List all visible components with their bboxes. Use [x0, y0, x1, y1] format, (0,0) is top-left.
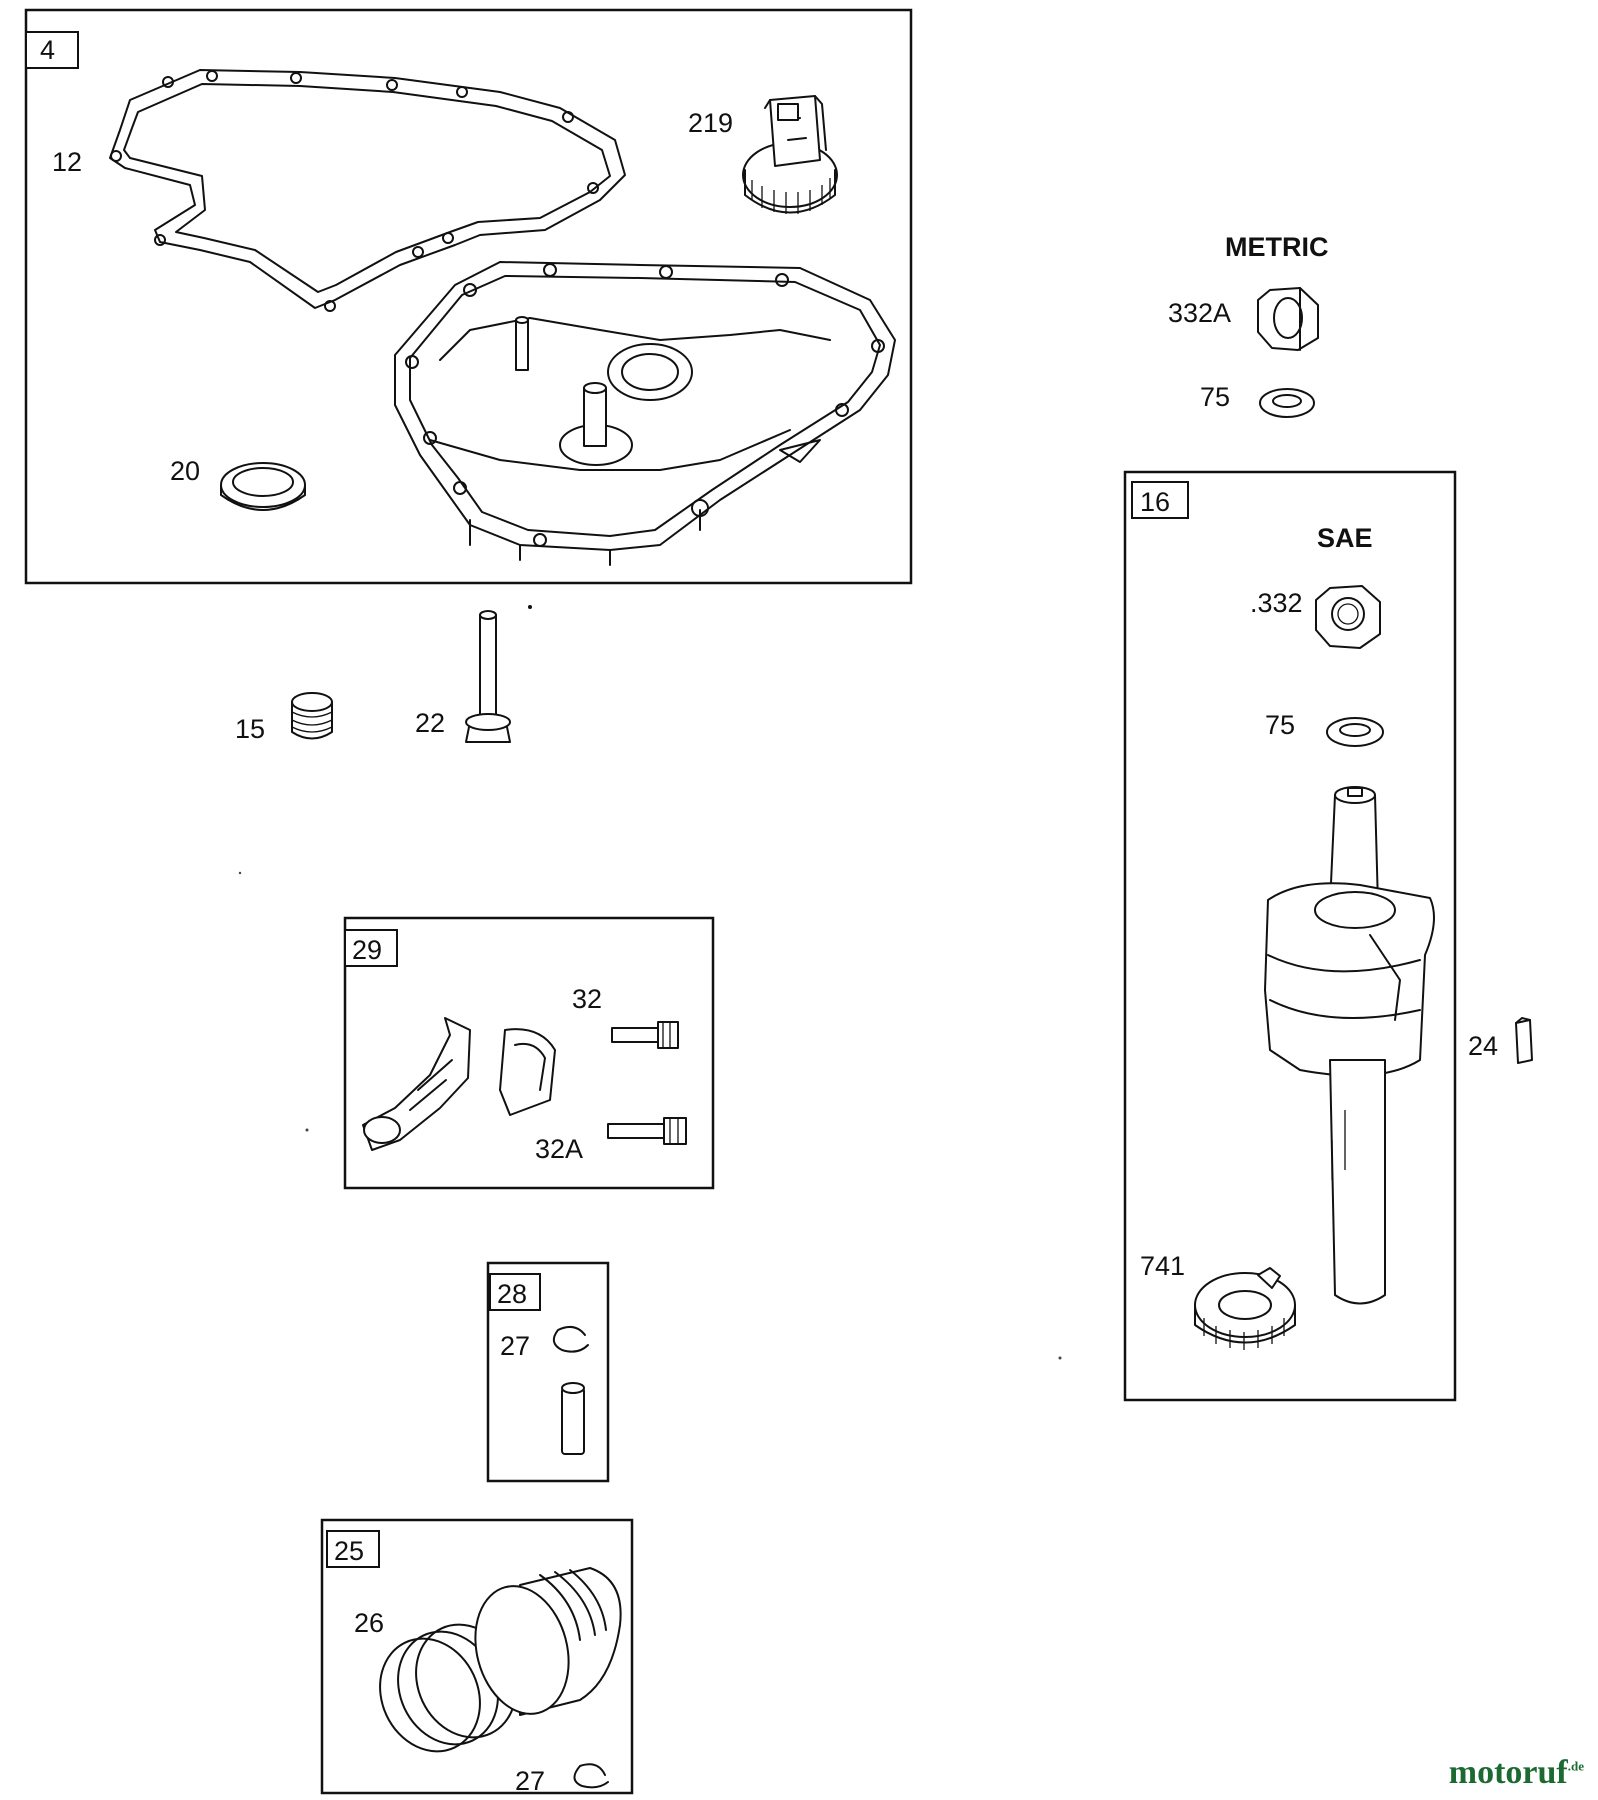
part-number-332: .332: [1250, 588, 1303, 618]
part-number-75-metric: 75: [1200, 382, 1230, 412]
gasket-inner-edge: [123, 83, 611, 293]
bolt-part-32a[interactable]: [607, 1117, 687, 1145]
group-28-tag: [489, 1273, 541, 1311]
nut-part-332[interactable]: [1315, 585, 1381, 649]
piston[interactable]: [462, 1567, 622, 1724]
group-4-tag: [25, 31, 79, 69]
retainer-clip-part-27[interactable]: [552, 1325, 589, 1353]
group-25-tag: [326, 1530, 380, 1568]
specks: [238, 871, 1062, 1360]
group-4-label: 4: [40, 35, 55, 65]
oil-seal-part-20[interactable]: [220, 462, 306, 511]
washer-part-75-sae[interactable]: [1326, 717, 1384, 747]
watermark-logo: motoruf.de: [1449, 1754, 1584, 1792]
group-4: 4 12 219: [24, 8, 913, 585]
gasket-part-12[interactable]: [109, 69, 626, 309]
group-29-frame: [343, 916, 715, 1190]
group-25-label: 25: [334, 1536, 364, 1566]
part-number-219: 219: [688, 108, 733, 138]
group-28: 28 27: [486, 1261, 610, 1483]
part-number-22: 22: [415, 708, 445, 738]
group-25-frame: [320, 1518, 634, 1795]
cover-bolt-holes: [405, 263, 885, 547]
retainer-clip-part-27-piston[interactable]: [573, 1763, 609, 1789]
part-number-27-pin: 27: [500, 1331, 530, 1361]
sae-header: SAE: [1317, 523, 1373, 553]
gear-part-219[interactable]: [742, 95, 838, 214]
plug-part-15[interactable]: [291, 692, 333, 740]
piston-pin[interactable]: [561, 1382, 585, 1455]
bolt-part-32[interactable]: [611, 1021, 679, 1049]
part-number-26: 26: [354, 1608, 384, 1638]
part-number-741: 741: [1140, 1251, 1185, 1281]
gear-part-741[interactable]: [1194, 1267, 1296, 1350]
group-16-frame: [1123, 470, 1457, 1402]
washer-part-75-metric[interactable]: [1259, 388, 1315, 418]
watermark-brand: motoruf: [1448, 1754, 1568, 1791]
stray-mark: [528, 605, 532, 609]
part-number-20: 20: [170, 456, 200, 486]
part-number-75-sae: 75: [1265, 710, 1295, 740]
crankcase-cover[interactable]: [394, 261, 896, 566]
part-number-27-ring: 27: [515, 1766, 545, 1796]
group-16-label: 16: [1140, 487, 1170, 517]
part-number-32: 32: [572, 984, 602, 1014]
part-number-12: 12: [52, 147, 82, 177]
group-29-tag: [344, 929, 398, 967]
group-16: 16 SAE .332 75: [1123, 470, 1457, 1402]
key-part-24[interactable]: [1515, 1017, 1533, 1064]
metric-header: METRIC: [1225, 232, 1329, 262]
gasket-bolt-holes: [110, 70, 599, 312]
group-25: 25 26 27: [320, 1518, 634, 1796]
part-number-332a: 332A: [1168, 298, 1231, 328]
group-29-label: 29: [352, 935, 382, 965]
nut-part-332a[interactable]: [1257, 287, 1319, 351]
part-number-15: 15: [235, 714, 265, 744]
part-number-24: 24: [1468, 1031, 1498, 1061]
crankshaft[interactable]: [1264, 786, 1435, 1305]
group-28-label: 28: [497, 1279, 527, 1309]
group-16-tag: [1131, 481, 1189, 519]
group-29: 29 32 32A: [343, 916, 715, 1190]
connecting-rod[interactable]: [362, 1017, 556, 1151]
part-number-32a: 32A: [535, 1134, 583, 1164]
group-4-frame: [24, 8, 913, 585]
group-28-frame: [486, 1261, 610, 1483]
watermark-tld: .de: [1567, 1758, 1584, 1774]
bolt-part-22[interactable]: [465, 610, 511, 743]
